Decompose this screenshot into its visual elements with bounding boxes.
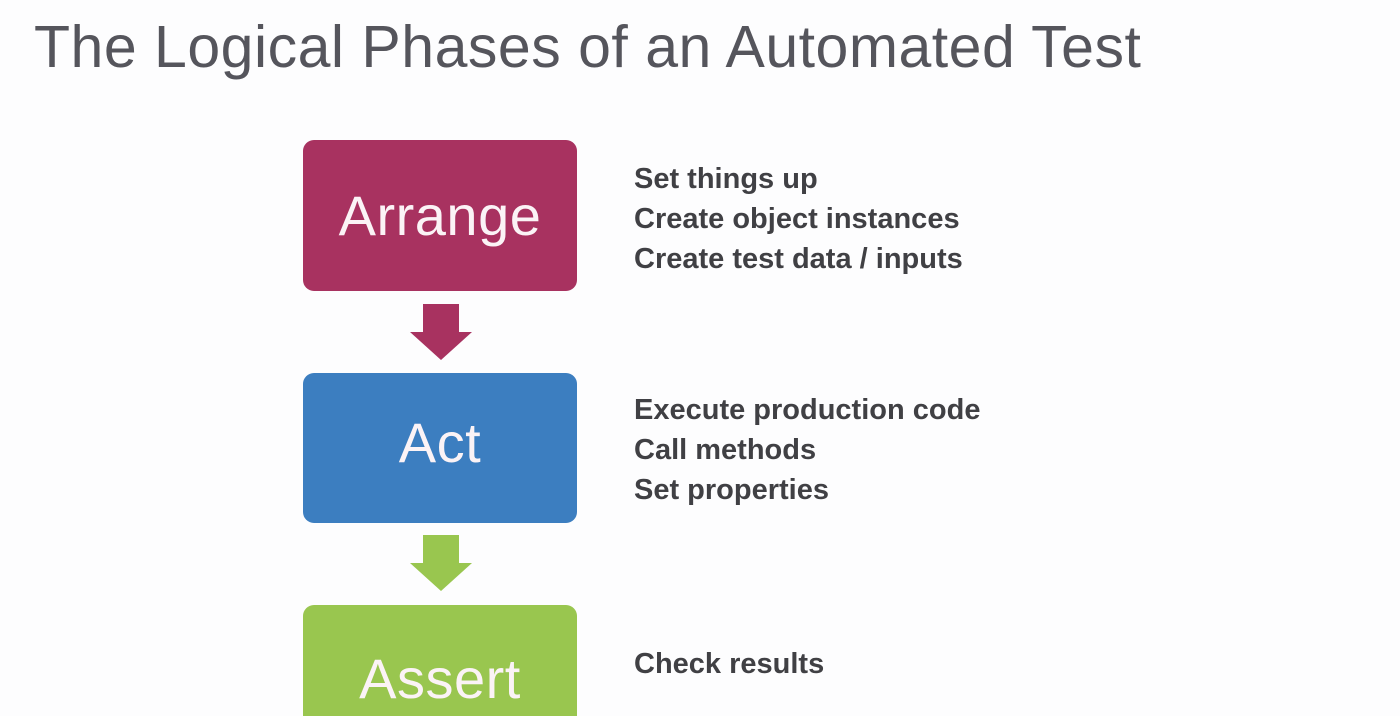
phase-bullets-assert: Check results bbox=[634, 644, 824, 684]
bullet-line: Create test data / inputs bbox=[634, 243, 963, 275]
phase-box-label-assert: Assert bbox=[359, 647, 521, 710]
bullet-line: Check results bbox=[634, 648, 825, 680]
page-title: The Logical Phases of an Automated Test bbox=[34, 14, 1142, 80]
arrow-down-icon-act-to-assert bbox=[410, 535, 472, 591]
bullet-line: Create object instances bbox=[634, 203, 960, 235]
bullet-line: Set properties bbox=[634, 474, 829, 506]
bullet-line: Call methods bbox=[634, 434, 817, 466]
phase-bullets-act: Execute production code Call methods Set… bbox=[634, 390, 980, 510]
phase-box-assert[interactable]: Assert bbox=[303, 605, 577, 716]
phase-box-arrange[interactable]: Arrange bbox=[303, 140, 577, 291]
phase-bullets-arrange: Set things up Create object instances Cr… bbox=[634, 159, 963, 279]
bullet-line: Execute production code bbox=[634, 394, 981, 426]
phase-box-act[interactable]: Act bbox=[303, 373, 577, 523]
phase-box-label-act: Act bbox=[398, 411, 482, 474]
arrow-down-icon-arrange-to-act bbox=[410, 304, 472, 360]
phase-box-label-arrange: Arrange bbox=[338, 183, 542, 247]
bullet-line: Set things up bbox=[634, 163, 818, 195]
